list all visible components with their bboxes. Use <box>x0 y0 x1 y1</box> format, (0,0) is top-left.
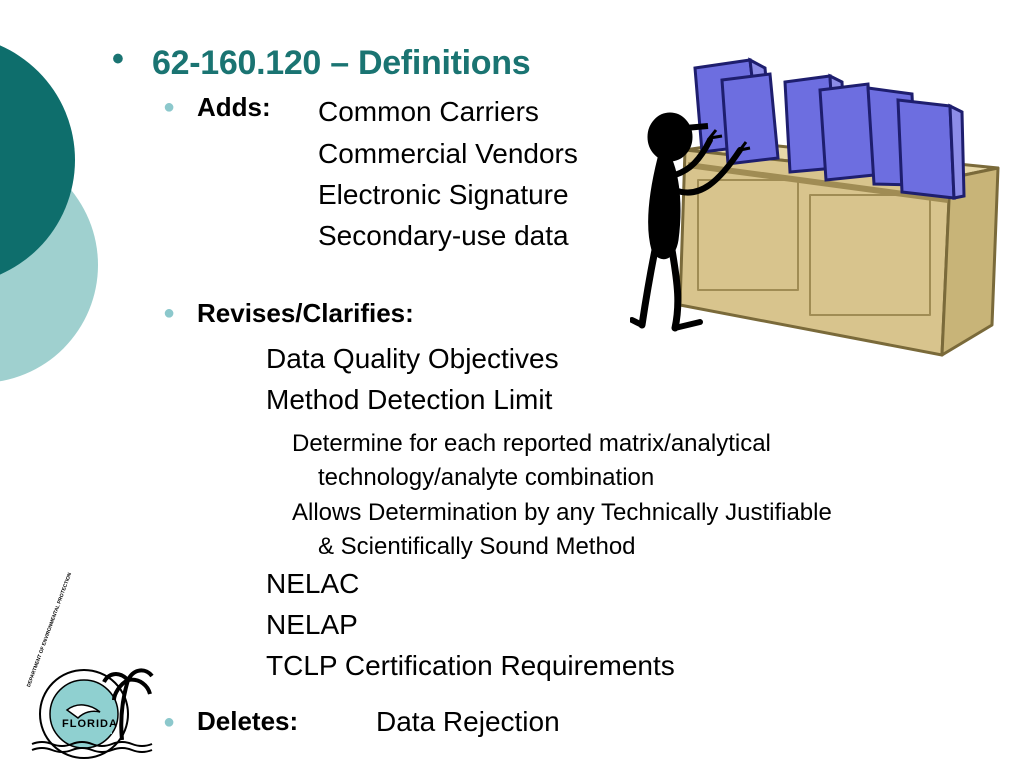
revises-item: NELAP <box>266 609 358 640</box>
dark-teal-circle <box>0 45 75 275</box>
adds-bullet: ● <box>163 96 176 118</box>
stick-figure-icon <box>630 112 751 332</box>
mdl-note-line: Allows Determination by any Technically … <box>292 499 832 526</box>
mdl-note-line: & Scientifically Sound Method <box>318 533 636 560</box>
revises-label: Revises/Clarifies: <box>197 298 414 328</box>
adds-label: Adds: <box>197 92 271 122</box>
revises-item: NELAC <box>266 568 360 599</box>
adds-item: Secondary-use data <box>318 220 569 251</box>
adds-item: Common Carriers <box>318 96 539 127</box>
revises-item: Data Quality Objectives <box>266 343 559 374</box>
mdl-note-line: Determine for each reported matrix/analy… <box>292 430 771 457</box>
revises-bullet: ● <box>163 302 176 324</box>
books-icon <box>693 57 966 200</box>
slide-title: 62-160.120 – Definitions <box>152 44 531 82</box>
deletes-item: Data Rejection <box>376 706 560 737</box>
revises-item: TCLP Certification Requirements <box>266 650 675 681</box>
logo-state-text: FLORIDA <box>62 718 118 730</box>
left-decoration <box>0 45 98 382</box>
mdl-note-line: technology/analyte combination <box>318 464 655 491</box>
deletes-label: Deletes: <box>197 706 299 736</box>
adds-item: Electronic Signature <box>318 179 569 210</box>
title-bullet: • <box>112 40 124 78</box>
deletes-bullet: ● <box>163 711 176 733</box>
adds-item: Commercial Vendors <box>318 138 578 169</box>
dep-logo: FLORIDA DEPARTMENT OF ENVIRONMENTAL PROT… <box>22 572 162 760</box>
revises-item: Method Detection Limit <box>266 384 553 415</box>
bookshelf-clipart <box>630 57 1000 357</box>
florida-dep-seal-icon <box>31 668 154 759</box>
